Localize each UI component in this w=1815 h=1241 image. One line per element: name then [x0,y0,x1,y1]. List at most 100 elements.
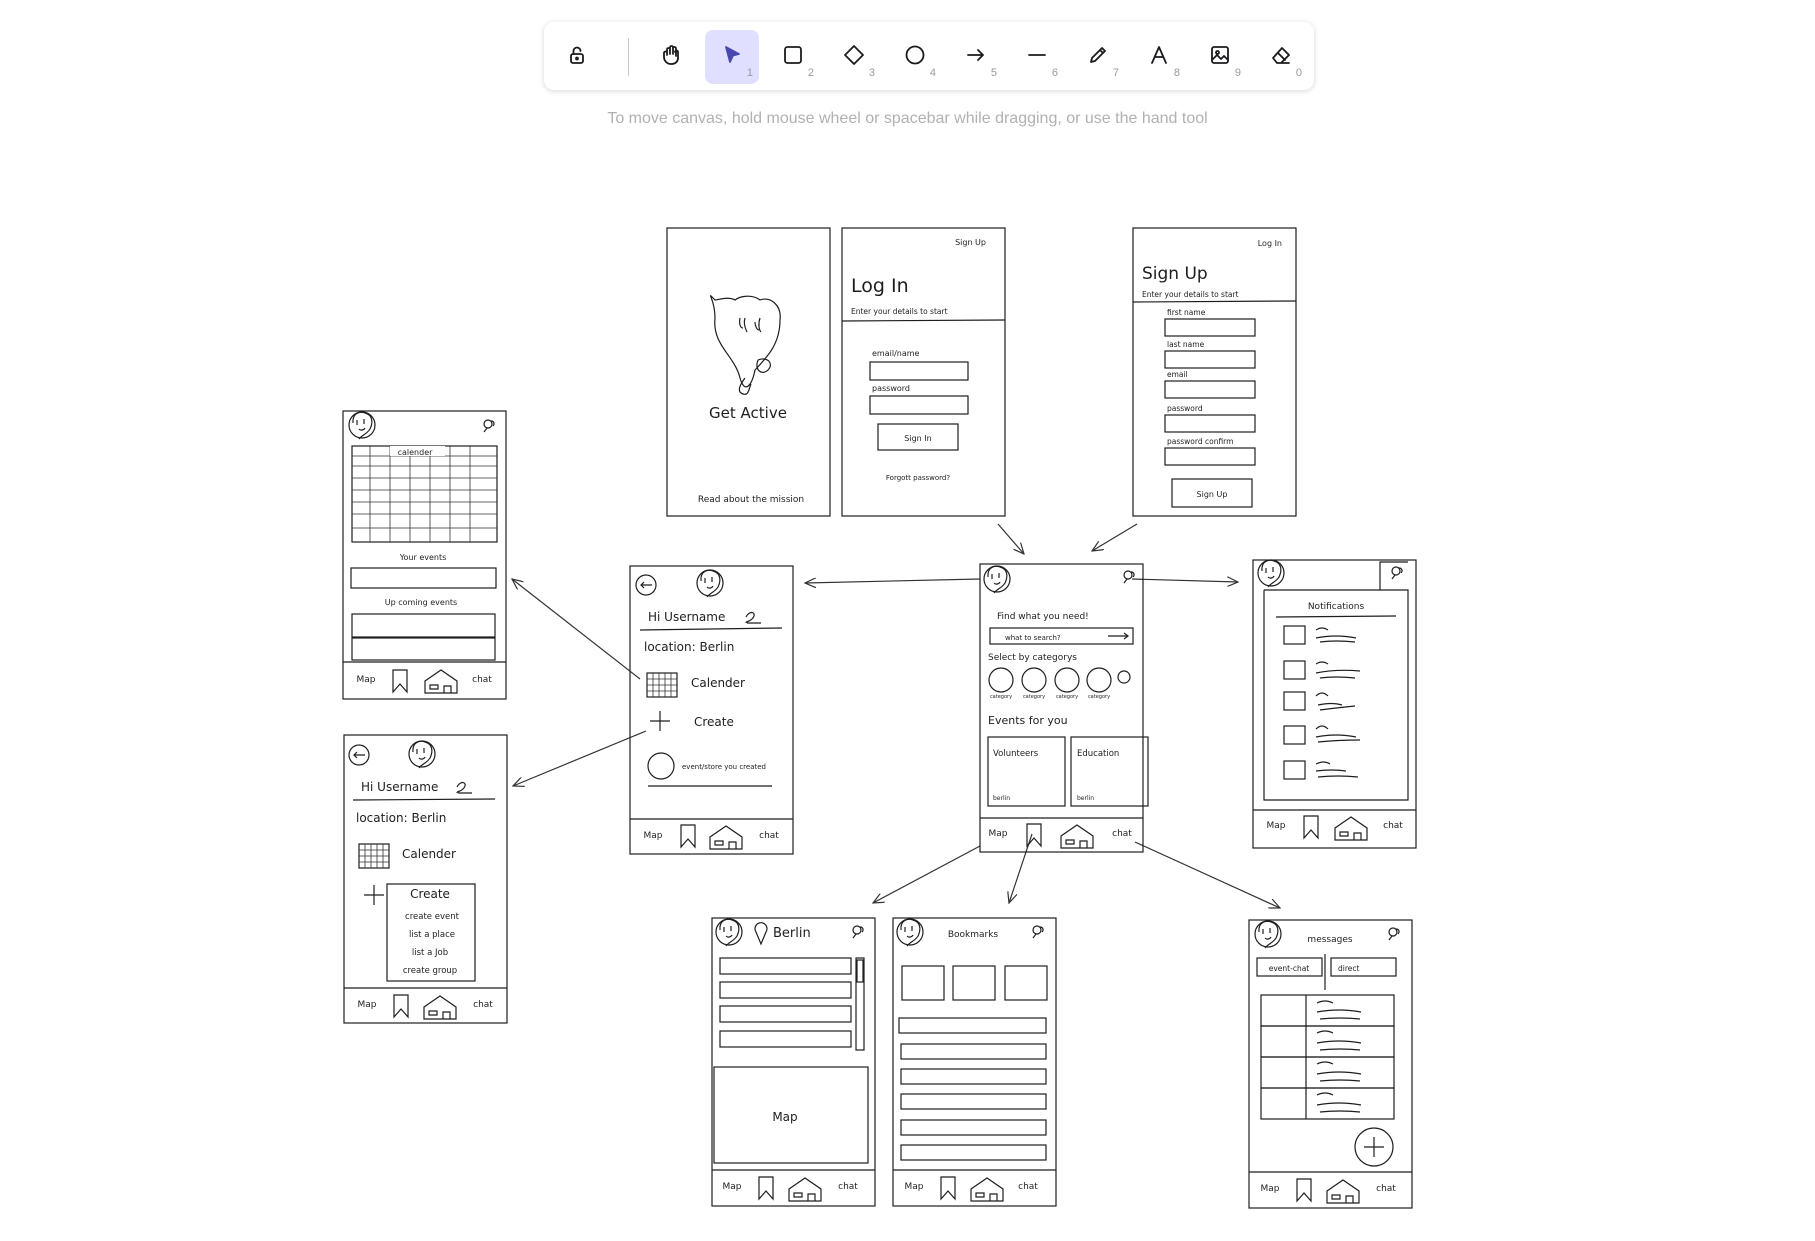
text-tool[interactable]: 8 [1132,30,1186,84]
list-item[interactable] [719,957,852,975]
lock-tool[interactable] [550,30,604,84]
nav-map[interactable]: Map [723,1182,742,1192]
list-item[interactable] [719,981,852,999]
bookmark-tile[interactable] [952,965,996,1001]
menu-create-event[interactable]: create event [405,912,460,922]
category-chip[interactable] [1021,667,1047,693]
nav-chat[interactable]: chat [1112,829,1132,839]
event-card[interactable] [1070,736,1149,807]
tab-event-chat[interactable] [1256,957,1323,977]
chat-row[interactable] [1260,1025,1395,1058]
list-item[interactable] [898,1017,1047,1034]
nav-map[interactable]: Map [1267,821,1286,831]
scrollbar[interactable] [855,957,865,1051]
edit-icon [456,781,472,794]
password-field[interactable] [1164,414,1256,433]
menu-create-group[interactable]: create group [403,966,457,976]
nav-chat[interactable]: chat [1383,821,1403,831]
notification-item[interactable] [1283,660,1361,680]
forgot-password-link[interactable]: Forgott password? [886,474,950,482]
chat-row[interactable] [1260,994,1395,1027]
notification-item[interactable] [1283,691,1356,711]
email-field[interactable] [869,361,969,381]
ellipse-tool[interactable]: 4 [888,30,942,84]
bookmark-tile[interactable] [901,965,945,1001]
create-link[interactable]: Create [694,715,734,729]
nav-chat[interactable]: chat [472,675,492,685]
list-item[interactable] [900,1043,1047,1060]
signup-link[interactable]: Sign Up [955,238,986,247]
list-item[interactable] [900,1093,1047,1110]
map-view[interactable] [713,1066,869,1164]
map-label: Map [772,1110,797,1124]
nav-map[interactable]: Map [905,1182,924,1192]
nav-map[interactable]: Map [644,831,663,841]
upcoming-event-item[interactable] [351,613,496,638]
sign-up-button[interactable] [1171,478,1253,508]
chat-row[interactable] [1260,1087,1395,1120]
hand-tool[interactable] [644,30,698,84]
your-events-list[interactable] [350,567,497,589]
login-subtitle: Enter your details to start [851,307,948,316]
line-tool[interactable]: 6 [1010,30,1064,84]
event-card[interactable] [987,736,1066,807]
created-items-label[interactable]: event/store you created [682,763,766,771]
upcoming-event-item[interactable] [351,637,496,661]
tab-direct[interactable] [1330,957,1397,977]
bookmark-tile[interactable] [1004,965,1048,1001]
list-item[interactable] [900,1068,1047,1085]
notification-item[interactable] [1283,725,1361,745]
nav-map[interactable]: Map [358,1000,377,1010]
list-item[interactable] [719,1030,852,1048]
calendar-link[interactable]: Calender [402,847,456,861]
category-chip[interactable] [1086,667,1112,693]
password-confirm-field[interactable] [1164,447,1256,466]
category-chip[interactable] [1054,667,1080,693]
draw-tool[interactable]: 7 [1071,30,1125,84]
create-menu[interactable] [386,883,476,982]
image-tool[interactable]: 9 [1193,30,1247,84]
diamond-tool[interactable]: 3 [827,30,881,84]
menu-list-place[interactable]: list a place [409,930,455,940]
list-item[interactable] [900,1119,1047,1136]
arrow-tool[interactable]: 5 [949,30,1003,84]
nav-chat[interactable]: chat [1018,1182,1038,1192]
nav-map[interactable]: Map [989,829,1008,839]
list-item[interactable] [719,1005,852,1023]
search-input[interactable] [989,627,1134,645]
nav-chat[interactable]: chat [838,1182,858,1192]
sign-in-button[interactable] [877,423,959,451]
notification-item[interactable] [1283,760,1359,780]
nav-map[interactable]: Map [357,675,376,685]
calendar-icon [646,672,678,698]
nav-map[interactable]: Map [1261,1184,1280,1194]
line-icon [1025,43,1049,71]
rectangle-tool[interactable]: 2 [766,30,820,84]
event-card-sub: berlin [1077,795,1094,802]
location-icon [1032,925,1044,939]
more-categories-icon[interactable] [1117,670,1131,684]
category-chip[interactable] [988,667,1014,693]
menu-list-job[interactable]: list a Job [412,948,448,958]
first-name-field[interactable] [1164,318,1256,337]
calendar-link[interactable]: Calender [691,676,745,690]
search-placeholder: what to search? [1005,634,1061,642]
nav-chat[interactable]: chat [759,831,779,841]
eraser-tool[interactable]: 0 [1254,30,1308,84]
nav-chat[interactable]: chat [1376,1184,1396,1194]
selection-tool[interactable]: 1 [705,30,759,84]
password-field[interactable] [869,395,969,415]
email-field[interactable] [1164,380,1256,399]
notification-item[interactable] [1283,625,1357,645]
last-name-field[interactable] [1164,350,1256,369]
city-pin-icon [754,922,768,946]
list-item[interactable] [900,1144,1047,1161]
login-link[interactable]: Log In [1258,239,1282,248]
mission-link[interactable]: Read about the mission [698,495,804,505]
location-icon [483,419,495,433]
bookmark-icon [1303,815,1319,839]
app-logo-icon [715,918,743,947]
nav-chat[interactable]: chat [473,1000,493,1010]
chat-row[interactable] [1260,1056,1395,1089]
